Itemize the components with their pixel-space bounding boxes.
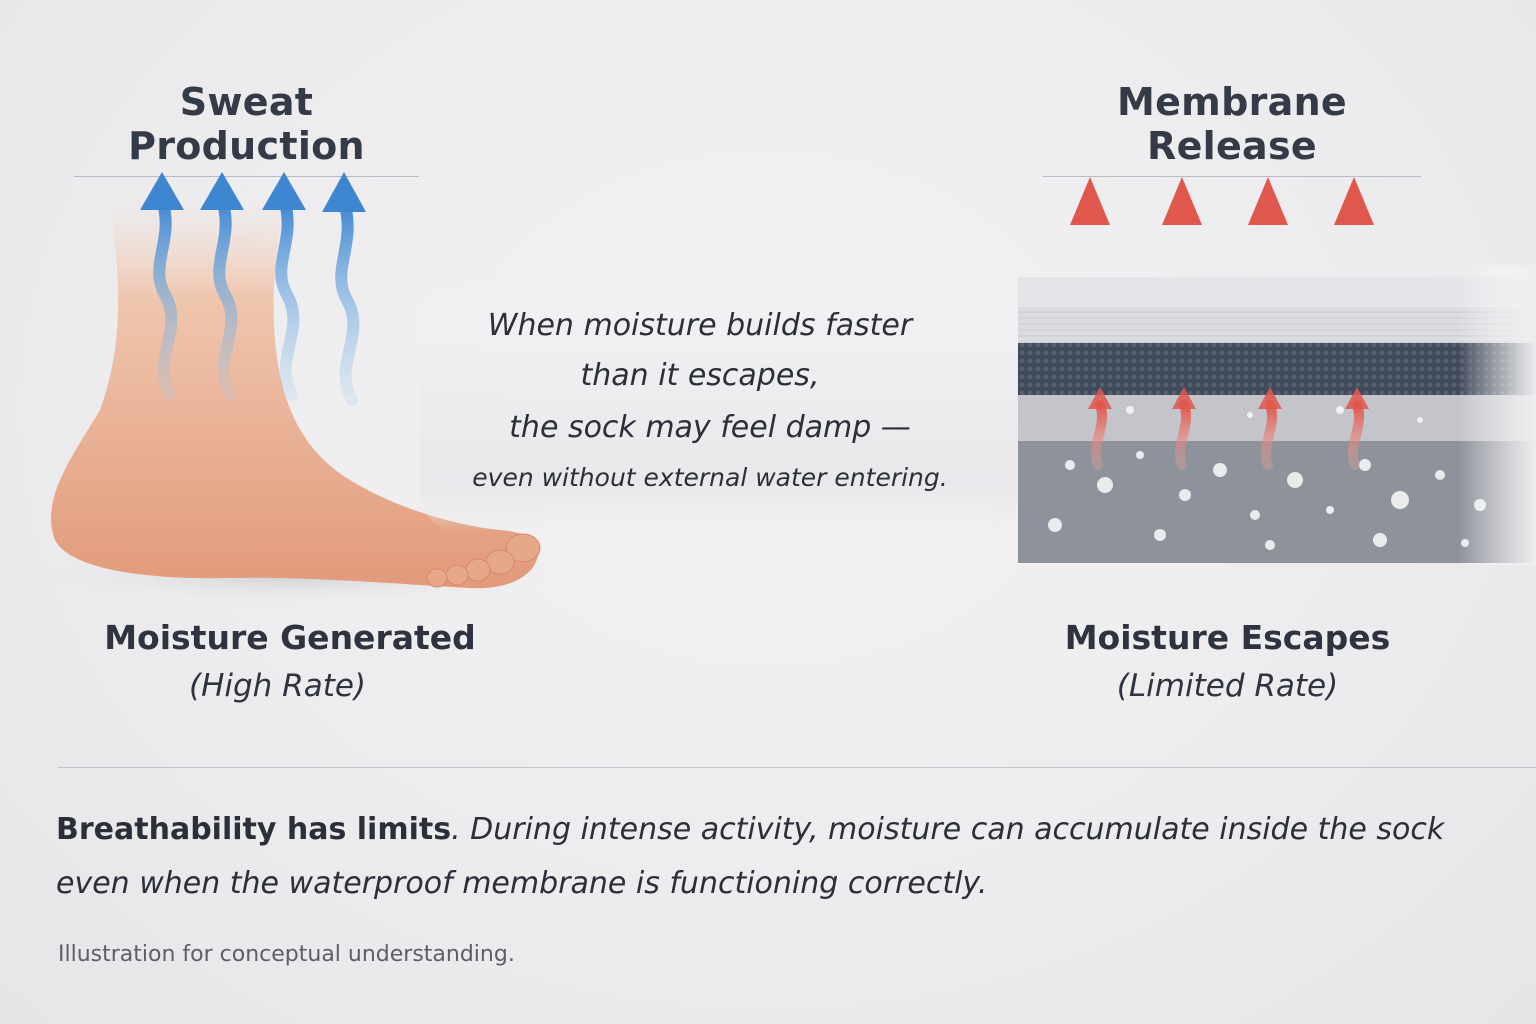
callout-line-4: even without external water entering. [472, 463, 948, 492]
foot-shape [51, 200, 539, 589]
callout-line-1: When moisture builds faster [487, 308, 913, 343]
membrane-layers-illustration [1018, 177, 1536, 565]
section-divider [58, 767, 1536, 768]
summary-line-1: Breathability has limits. During intense… [56, 812, 1444, 847]
moisture-generated-label: Moisture Generated [104, 618, 476, 657]
callout-panel [420, 282, 1020, 532]
sweat-production-heading: Sweat Production [74, 80, 419, 177]
foot-illustration [30, 172, 560, 605]
membrane-release-heading: Membrane Release [1043, 80, 1421, 177]
toes [426, 533, 541, 588]
summary-bold-text: Breathability has limits [56, 812, 452, 847]
footnote: Illustration for conceptual understandin… [58, 942, 515, 967]
release-arrowheads [1070, 177, 1374, 225]
sweat-arrows [153, 194, 360, 406]
high-rate-label: (High Rate) [188, 668, 367, 704]
moisture-escapes-label: Moisture Escapes [1064, 618, 1391, 657]
limited-rate-label: (Limited Rate) [1116, 668, 1339, 704]
callout-line-2: than it escapes, [580, 358, 820, 393]
summary-line-2: even when the waterproof membrane is fun… [56, 866, 987, 901]
sweat-arrowheads [140, 172, 366, 212]
summary-line-1-rest: . During intense activity, moisture can … [451, 812, 1445, 847]
callout-line-3: the sock may feel damp — [509, 410, 911, 445]
summary-line-2-text: even when the waterproof membrane is fun… [56, 866, 988, 901]
